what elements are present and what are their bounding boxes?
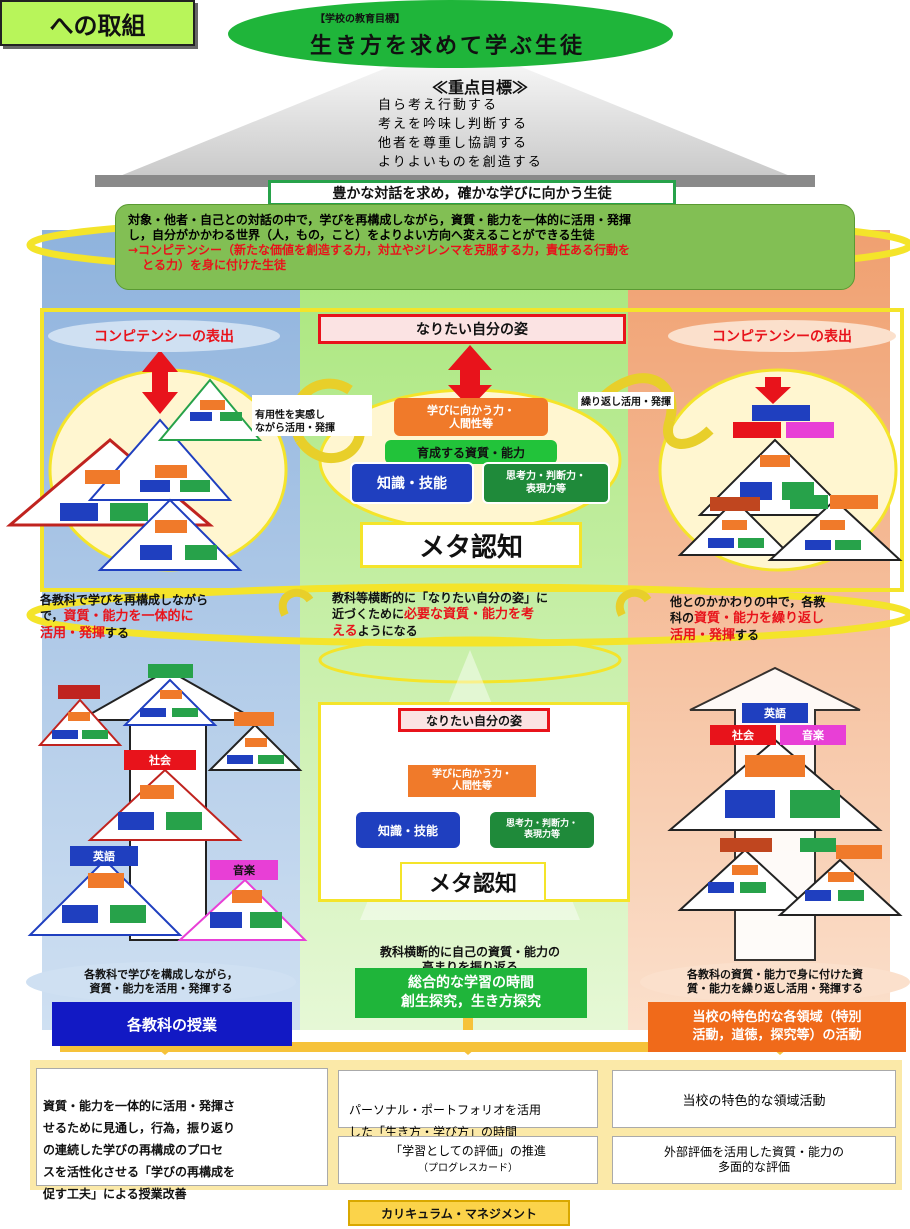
- focus-title: ≪重点目標≫: [431, 78, 528, 97]
- red-arrow-left: [142, 350, 178, 414]
- left-cycle-text: 有用性を実感し ながら活用・発揮: [255, 410, 335, 434]
- base-center-bottom: 「学習としての評価」の推進 （プログレスカード）: [338, 1136, 598, 1184]
- nurture-box: 育成する資質・能力: [385, 440, 557, 464]
- focus-item: 自ら考え行動する: [378, 98, 499, 113]
- description-line: し，自分がかかわる世界（人，もの，こと）をよりよい方向へ変えることができる生徒: [128, 228, 595, 242]
- lower-knowledge-box: 知識・技能: [356, 812, 460, 848]
- knowledge-text: 知識・技能: [377, 476, 447, 492]
- base-center-top: パーソナル・ポートフォリオを活用 した「生き方・学び方」の時間: [338, 1070, 598, 1139]
- description-line-red: とる力）を身に付けた生徒: [142, 258, 287, 272]
- nurture-text: 育成する資質・能力: [416, 445, 525, 460]
- knowledge-box: 知識・技能: [350, 462, 474, 504]
- middle-left-caption: 各教科で学びを再構成しながら で，資質・能力を一体的に 活用・発揮する: [40, 593, 209, 641]
- attitude-text: 学びに向かう力・ 人間性等: [427, 404, 515, 430]
- mid-cycle-right: [615, 588, 652, 617]
- school-goal: [228, 0, 673, 68]
- right-upper-pyramid: [677, 405, 903, 561]
- mid-cycle-left: [278, 588, 314, 617]
- left-lower-triangles: [27, 664, 308, 941]
- focus-item: 考えを吟味し判断する: [378, 117, 529, 132]
- ring-mid: [26, 583, 910, 647]
- banner-text: 豊かな対話を求め，確かな学びに向かう生徒: [332, 186, 612, 202]
- right-competency-title: コンピテンシーの表出: [668, 320, 896, 352]
- right-competency-text: コンピテンシーの表出: [712, 329, 852, 345]
- pillar-subjects: 各教科の授業: [52, 1002, 292, 1046]
- description-box: 対象・他者・自己との対話の中で，学びを再構成しながら，資質・能力を一体的に活用・…: [115, 204, 855, 290]
- middle-center-caption: 教科等横断的に「なりたい自分の姿」に 近づくために必要な資質・能力を考 えるよう…: [332, 591, 549, 639]
- inner-frame: [40, 308, 904, 592]
- meta-upper-text: メタ認知: [418, 532, 523, 563]
- left-cycle-label: 有用性を実感し ながら活用・発揮: [252, 395, 372, 436]
- meta-cognition-upper: メタ認知: [360, 522, 582, 568]
- curriculum-management-label: カリキュラム・マネジメント: [348, 1200, 570, 1226]
- base-right-bottom: 外部評価を活用した資質・能力の 多面的な評価: [612, 1136, 896, 1184]
- subject-english-right: 英語: [742, 703, 808, 723]
- left-competency-title: コンピテンシーの表出: [48, 320, 280, 352]
- lower-ideal-self: なりたい自分の姿: [398, 708, 550, 732]
- subject-english-left: 英語: [70, 846, 138, 866]
- school-goal-main: 生き方を求めて学ぶ生徒: [310, 33, 586, 59]
- description-line-red: →コンピテンシー（新たな価値を創造する力，対立やジレンマを克服する力，責任ある行…: [128, 243, 631, 257]
- ideal-self-text: なりたい自分の姿: [416, 322, 528, 338]
- left-upper-triangles: [5, 378, 263, 571]
- pillar-integrated: 総合的な学習の時間 創生探究，生き方探究: [355, 968, 587, 1018]
- bottom-left-caption: 各教科で学びを構成しながら， 資質・能力を活用・発揮する: [26, 962, 296, 1002]
- lower-attitude-box: 学びに向かう力・ 人間性等: [408, 765, 536, 797]
- school-goal-small: 【学校の教育目標】: [315, 14, 405, 25]
- subject-music-left: 音楽: [210, 860, 278, 880]
- right-cycle-label: 繰り返し活用・発揮: [578, 392, 674, 409]
- lower-thinking-box: 思考力・判断力・ 表現力等: [490, 812, 594, 848]
- banner: 豊かな対話を求め，確かな学びに向かう生徒: [268, 180, 676, 206]
- base-left-box: 資質・能力を一体的に活用・発揮さ せるために見通し，行為，振り返り の連続した学…: [36, 1068, 328, 1201]
- pillar-special: 当校の特色的な各領域（特別 活動，道徳，探究等）の活動: [648, 1002, 906, 1052]
- subject-music-right: 音楽: [780, 725, 846, 745]
- attitude-box: 学びに向かう力・ 人間性等: [394, 398, 548, 436]
- corner-label: への取組: [0, 0, 195, 46]
- ideal-self-box: なりたい自分の姿: [318, 314, 626, 344]
- thinking-text: 思考力・判断力・ 表現力等: [506, 471, 586, 495]
- focus-list: 自ら考え行動する 考えを吟味し判断する 他者を尊重し協調する よりよいものを創造…: [378, 94, 618, 170]
- base-right-top: 当校の特色的な領域活動: [612, 1070, 896, 1128]
- bottom-right-caption: 各教科の資質・能力で身に付けた資 質・能力を繰り返し活用・発揮する: [640, 962, 910, 1002]
- roof-shape: [110, 40, 800, 180]
- red-arrow-right: [755, 377, 791, 404]
- red-arrow-center: [448, 345, 492, 408]
- meta-cognition-lower: メタ認知: [400, 862, 546, 902]
- focus-item: 他者を尊重し協調する: [378, 136, 529, 151]
- right-cycle-text: 繰り返し活用・発揮: [581, 397, 671, 408]
- corner-label-text: への取組: [49, 11, 146, 40]
- right-lower-pyramid: [667, 738, 903, 916]
- thinking-box: 思考力・判断力・ 表現力等: [482, 462, 610, 504]
- middle-right-caption: 他とのかかわりの中で，各教 科の資質・能力を繰り返し 活用・発揮する: [670, 595, 826, 643]
- left-competency-text: コンピテンシーの表出: [94, 329, 234, 345]
- focus-item: よりよいものを創造する: [378, 155, 543, 170]
- description-line: 対象・他者・自己との対話の中で，学びを再構成しながら，資質・能力を一体的に活用・…: [128, 213, 632, 227]
- subject-social-right: 社会: [710, 725, 776, 745]
- subject-social-left: 社会: [124, 750, 196, 770]
